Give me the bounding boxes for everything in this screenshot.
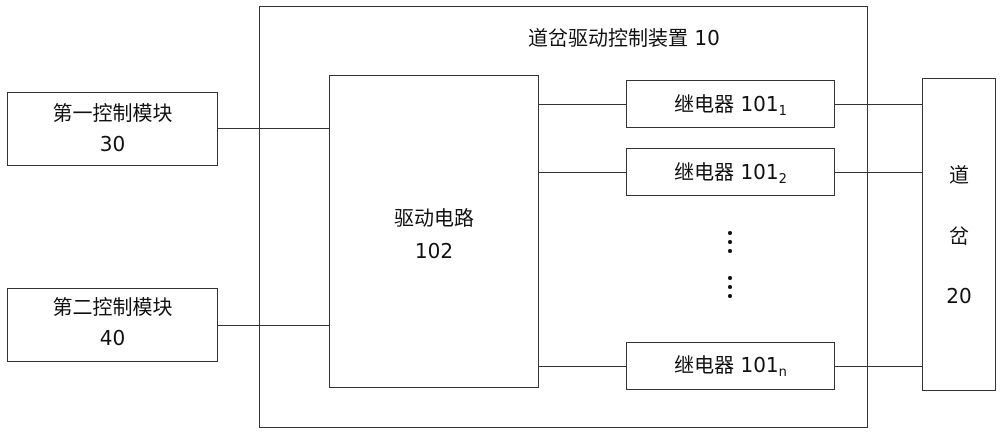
switch-number: 20: [946, 284, 972, 308]
drive-circuit-name: 驱动电路: [394, 206, 474, 230]
relay-n-label: 继电器 101n: [674, 353, 787, 380]
control-module-1-name: 第一控制模块: [52, 101, 173, 125]
switch-char-1: 道: [949, 163, 969, 187]
connector-drive-relay-1: [539, 104, 626, 105]
ellipsis-dot: [728, 231, 732, 235]
control-module-1-box: [7, 92, 218, 166]
relay-2-box: [626, 148, 835, 196]
ellipsis-dot: [728, 294, 732, 298]
control-module-2-name: 第二控制模块: [52, 295, 173, 319]
control-module-1-number: 30: [99, 132, 126, 156]
ellipsis-dot: [728, 249, 732, 253]
device-title: 道岔驱动控制装置 10: [528, 26, 720, 50]
connector-control1-drive: [218, 128, 329, 129]
ellipsis-dot: [728, 285, 732, 289]
drive-circuit-number: 102: [414, 239, 454, 263]
connector-drive-relay-n: [539, 366, 626, 367]
connector-relay-n-switch: [835, 366, 922, 367]
connector-relay-2-switch: [835, 172, 922, 173]
drive-circuit-box: [329, 75, 539, 388]
ellipsis-dot: [728, 276, 732, 280]
switch-box: [922, 78, 996, 391]
ellipsis-dot: [728, 240, 732, 244]
connector-relay-1-switch: [835, 104, 922, 105]
connector-drive-relay-2: [539, 172, 626, 173]
relay-2-label: 继电器 1012: [674, 160, 787, 187]
control-module-2-box: [7, 288, 218, 362]
connector-control2-drive: [218, 325, 329, 326]
switch-char-2: 岔: [949, 224, 969, 248]
relay-n-box: [626, 342, 835, 390]
relay-1-box: [626, 80, 835, 128]
control-module-2-number: 40: [99, 326, 126, 350]
relay-1-label: 继电器 1011: [674, 92, 787, 119]
